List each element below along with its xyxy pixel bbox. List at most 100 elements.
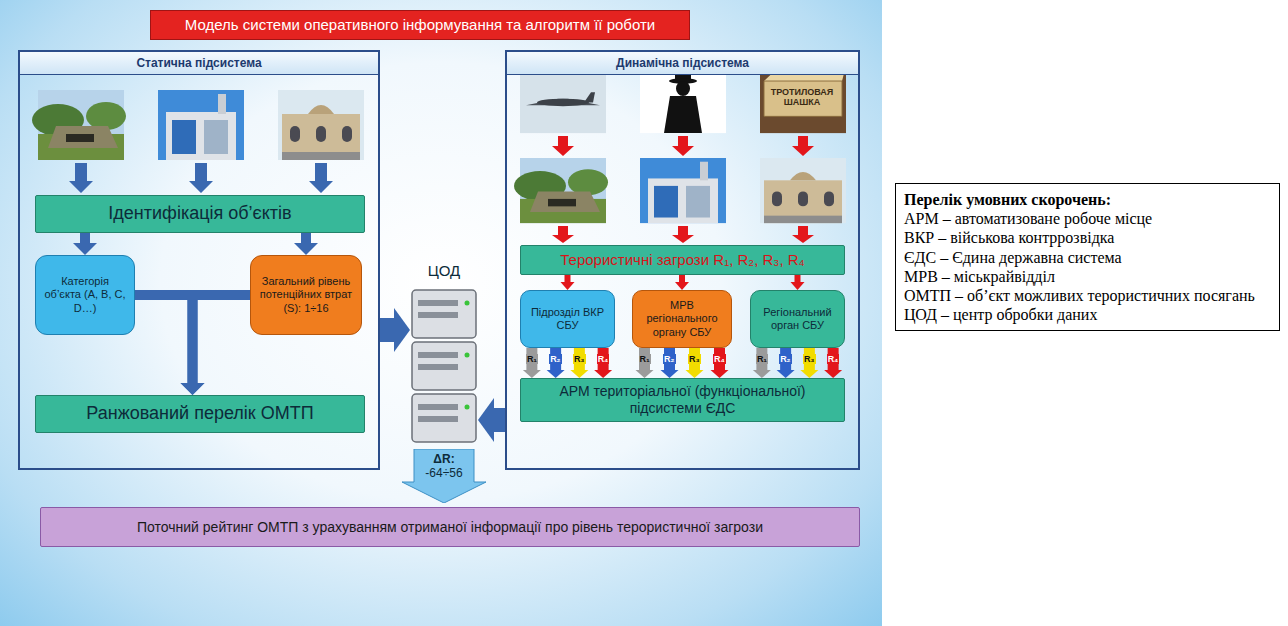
connector [523,348,541,378]
status-led [465,353,470,358]
connector-line [494,408,505,432]
window [290,126,300,142]
signal-label: R₁ [526,354,538,364]
connector-line [135,295,193,383]
explosive-block [764,81,842,116]
chimney [700,162,708,181]
connector [561,275,575,290]
sky [278,90,364,160]
connector-line [574,348,585,370]
connector [791,275,805,290]
server-unit [412,394,476,442]
package-text: ТРОТИЛОВАЯ ШАШКА [764,87,840,108]
server-picture [412,290,476,442]
node-text: Ранжований перелік ОМТП [86,403,313,425]
photo-ground [760,68,846,133]
subsystem-panel: Статична підсистемаІдентифікація об’єкті… [18,50,380,470]
platform [764,216,842,223]
connector-line [664,348,675,370]
agency-box: Регіональний орган СБУ [750,290,845,348]
connector [380,308,410,352]
window [798,191,808,206]
connector-line [301,233,311,243]
category-box: Категорія об’єкта (A, B, C, D…) [35,255,135,335]
node-text: Категорія об’єкта (A, B, C, D…) [42,275,128,315]
workstation-box: АРМ територіальної (функціональної) підс… [520,378,845,422]
process-box: Ранжований перелік ОМТП [35,395,365,433]
delta-range: -64÷56 [425,466,462,480]
facade [172,120,196,154]
title-banner: Модель системи оперативного інформування… [150,10,690,40]
data-center-node: ЦОД [410,262,478,447]
arrowhead [711,370,729,378]
connector-line [714,348,725,370]
sky [158,90,244,160]
arrowhead [791,282,805,290]
station-photo [278,90,364,160]
threat-arrow [552,136,574,156]
arrowhead [73,243,97,255]
connector-line [550,348,561,370]
tree [86,102,126,130]
arrowhead [636,370,654,378]
abbreviation-line: ОМТП – об’єкт можливих терористичних пос… [904,286,1271,305]
signal-label: R₁ [756,354,768,364]
sandbag-wall [530,191,600,211]
window [772,191,782,206]
server-unit [412,290,476,338]
arrowhead [523,370,541,378]
sky [520,68,606,133]
explosive-photo [760,68,846,133]
panel-heading: Статична підсистема [20,52,378,75]
coat [664,96,702,133]
signal-label: R₄ [827,354,840,364]
chimney [218,94,226,114]
bunker-photo [32,90,126,160]
building [764,180,842,223]
power-plant-photo [158,90,244,160]
connector [294,233,318,255]
node-text: Поточний рейтинг ОМТП з урахуванням отри… [137,519,763,536]
arrow-outline [402,449,486,503]
connector-line [689,348,700,370]
node-heading: ЦОД [428,262,460,280]
connector [686,348,704,378]
status-led [465,405,470,410]
agency-box: Підрозділ ВКР СБУ [520,290,615,348]
connector-line [679,275,685,282]
connector [547,348,565,378]
connector [753,348,771,378]
window [824,191,834,206]
node-text: Терористичні загрози R₁, R₂, R₃, R₄ [560,251,805,269]
suspect-photo [640,68,726,133]
loss-level-box: Загальний рівень потенційних втрат (S): … [250,255,362,335]
abbreviation-line: АРМ – автоматизоване робоче місце [904,209,1271,228]
arrowhead [181,383,205,395]
power-plant-photo [640,158,726,223]
connector [73,233,97,255]
building [648,178,718,223]
status-led [465,301,470,306]
drive-slot [418,300,458,306]
threat-arrow [672,226,694,243]
threat-arrow [792,226,814,243]
dome [308,105,334,114]
abbreviation-line: ЦОД – центр обробки даних [904,305,1271,324]
threat-box: Терористичні загрози R₁, R₂, R₃, R₄ [520,245,845,275]
server-unit [412,342,476,390]
connector-line [380,318,394,342]
dome [790,172,816,180]
node-text: Загальний рівень потенційних втрат (S): … [257,275,355,315]
arrowhead [675,282,689,290]
drive-slot [418,364,458,370]
arrowhead [547,370,565,378]
window [342,126,352,142]
sky [640,158,726,223]
connector [661,348,679,378]
signal-label: R₂ [779,354,792,364]
arrowhead [561,282,575,290]
station-photo [760,158,846,223]
arrowhead [824,370,842,378]
signal-label: R₂ [549,354,562,364]
